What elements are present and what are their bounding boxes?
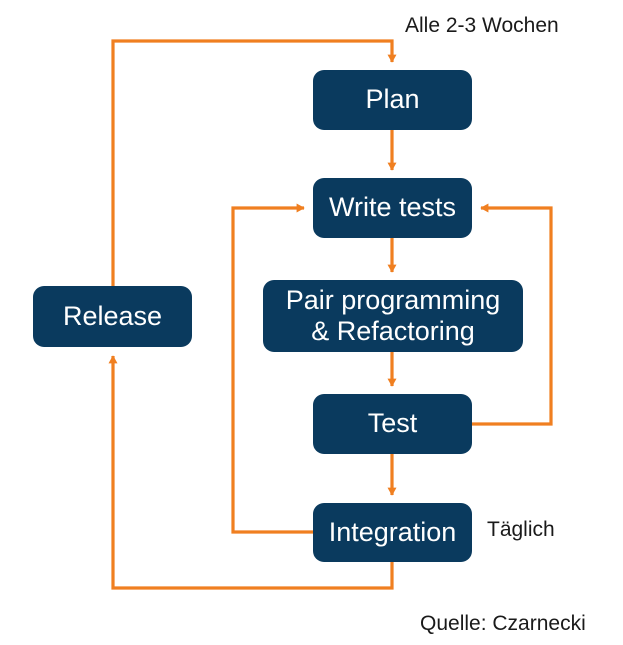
node-integration[interactable]: Integration — [313, 503, 472, 562]
connector-test-back-to-write-tests — [472, 203, 553, 426]
node-pair-programming-label: Pair programming & Refactoring — [285, 284, 501, 346]
node-release-label: Release — [62, 300, 163, 331]
annotation-daily-cadence: Täglich — [487, 518, 555, 541]
node-write-tests-label: Write tests — [328, 192, 457, 223]
connector-integration-to-release — [108, 355, 394, 590]
node-integration-label: Integration — [328, 516, 457, 547]
node-plan[interactable]: Plan — [313, 70, 472, 130]
annotation-source-credit: Quelle: Czarnecki — [420, 612, 586, 635]
annotation-cycle-cadence: Alle 2-3 Wochen — [405, 14, 559, 37]
node-pair-programming[interactable]: Pair programming & Refactoring — [263, 280, 523, 352]
node-release[interactable]: Release — [33, 286, 192, 347]
node-write-tests[interactable]: Write tests — [313, 178, 472, 238]
node-plan-label: Plan — [365, 84, 420, 115]
node-test[interactable]: Test — [313, 394, 472, 454]
connector-release-to-plan — [111, 39, 397, 286]
connector-integration-back-to-write-tests — [231, 203, 313, 534]
node-test-label: Test — [367, 408, 418, 439]
